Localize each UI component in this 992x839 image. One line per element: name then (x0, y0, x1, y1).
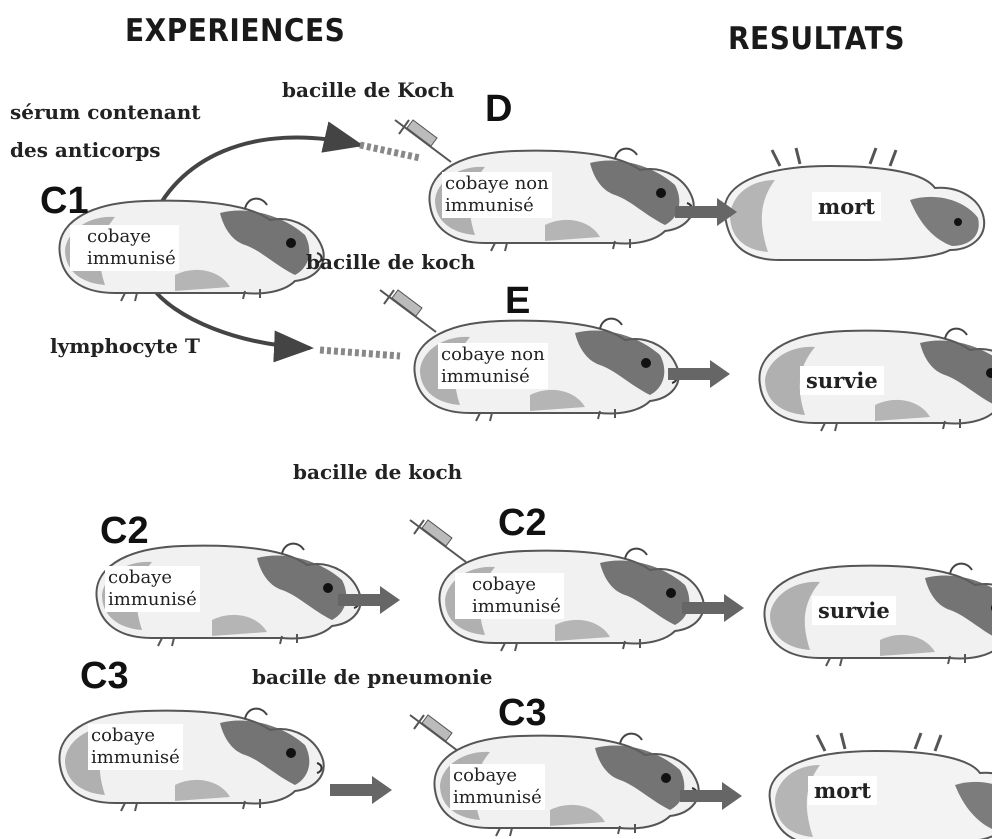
lymphocyte-label: lymphocyte T (50, 334, 200, 358)
cobaye-box-line1: cobaye (472, 574, 536, 595)
letter-e: E (505, 280, 531, 322)
cobaye-box-c2-after: cobaye immunisé (455, 573, 564, 619)
cobaye-box-line2: immunisé (441, 366, 530, 387)
letter-c1: C1 (40, 180, 89, 222)
cobaye-box-line1: cobaye (108, 567, 172, 588)
cobaye-box-e: cobaye non immunisé (438, 343, 548, 389)
letter-c2-before: C2 (100, 510, 149, 552)
cobaye-box-c1: cobaye immunisé (70, 225, 179, 271)
bacille-koch-label-c2: bacille de koch (293, 460, 463, 484)
cobaye-box-c3-after: cobaye immunisé (450, 764, 545, 810)
lymphocyte-transfer-arrow (148, 283, 314, 363)
result-label-d: mort (812, 192, 881, 221)
cobaye-box-line2: immunisé (91, 747, 180, 768)
serum-label-line2: des anticorps (10, 138, 161, 162)
koch-syringe-c2 (409, 518, 467, 563)
cobaye-box-line1: cobaye (91, 725, 155, 746)
letter-c2-after: C2 (498, 502, 547, 544)
cobaye-box-line2: immunisé (445, 195, 534, 216)
lymphocyte-syringe (319, 346, 401, 360)
cobaye-box-line2: immunisé (87, 248, 176, 269)
experiences-header: EXPERIENCES (125, 12, 346, 49)
result-label-c2: survie (812, 596, 896, 625)
bacille-pneumonie-label: bacille de pneumonie (252, 665, 493, 689)
cobaye-box-d: cobaye non immunisé (442, 172, 552, 218)
koch-syringe-e (379, 288, 437, 333)
cobaye-box-line1: cobaye (87, 226, 151, 247)
bacille-koch-label-d: bacille de Koch (282, 78, 455, 102)
result-label-e: survie (800, 366, 884, 395)
cobaye-box-line2: immunisé (108, 589, 197, 610)
cobaye-box-line2: immunisé (453, 787, 542, 808)
letter-c3-before: C3 (80, 655, 129, 697)
cobaye-box-line1: cobaye non (441, 344, 545, 365)
letter-d: D (485, 88, 513, 130)
cobaye-box-c2-before: cobaye immunisé (105, 566, 200, 612)
cobaye-box-line2: immunisé (472, 596, 561, 617)
cobaye-box-line1: cobaye (453, 765, 517, 786)
serum-syringe (359, 141, 421, 162)
cobaye-box-line1: cobaye non (445, 173, 549, 194)
result-guinea-pig-c3-dead (768, 731, 992, 839)
serum-label: sérum contenant (10, 100, 201, 124)
resultats-header: RESULTATS (728, 20, 905, 57)
cobaye-box-c3-before: cobaye immunisé (88, 724, 183, 770)
bacille-koch-label-e: bacille de koch (306, 250, 476, 274)
letter-c3-after: C3 (498, 692, 547, 734)
result-label-c3: mort (808, 776, 877, 805)
arrow-c3-inject (330, 776, 392, 804)
